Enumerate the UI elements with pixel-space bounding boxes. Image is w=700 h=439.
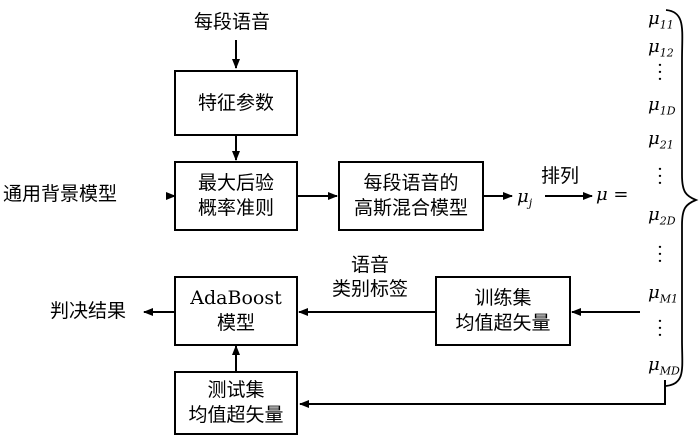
gmm-box: 每段语音的 高斯混合模型 (338, 161, 484, 231)
input-speech-label: 每段语音 (194, 11, 271, 33)
speech-class-label: 语音 类别标签 (332, 254, 408, 302)
map-line2: 概率准则 (197, 197, 274, 219)
result-label: 判决结果 (50, 300, 127, 322)
right-brace (665, 9, 699, 387)
adaboost-line1: AdaBoost (190, 287, 282, 310)
test-supervector-box: 测试集 均值超矢量 (174, 371, 298, 435)
vertical-ellipsis-4: ··· (657, 311, 663, 346)
adaboost-line2: 模型 (216, 312, 255, 334)
vector-item-muMD: μMD (648, 354, 680, 378)
adaboost-box: AdaBoost 模型 (174, 276, 298, 346)
vector-item-muM1: μM1 (648, 282, 678, 306)
arrow-brace-to-test (299, 380, 666, 408)
test-line1: 测试集 (207, 379, 265, 402)
train-line2: 均值超矢量 (455, 312, 551, 334)
mu-equals-label: μ = (596, 184, 629, 205)
vector-item-mu11: μ11 (648, 8, 674, 32)
feature-params-box: 特征参数 (174, 70, 298, 136)
gmm-line1: 每段语音的 (363, 172, 459, 195)
speech-class-line2: 类别标签 (332, 277, 409, 300)
test-line2: 均值超矢量 (188, 404, 284, 426)
vertical-ellipsis-3: ··· (657, 237, 663, 272)
speech-class-line1: 语音 (351, 254, 390, 276)
arrange-label: 排列 (541, 165, 580, 187)
gmm-line2: 高斯混合模型 (353, 197, 468, 219)
mu-j-label: μj (517, 186, 533, 210)
vector-item-mu12: μ12 (648, 36, 674, 60)
train-supervector-box: 训练集 均值超矢量 (435, 276, 571, 346)
input-ubm-label: 通用背景模型 (3, 183, 118, 205)
map-criterion-box: 最大后验 概率准则 (174, 161, 298, 231)
vertical-ellipsis-2: ··· (657, 159, 663, 194)
vertical-ellipsis-1: ··· (657, 55, 663, 90)
map-line1: 最大后验 (197, 172, 274, 195)
train-line1: 训练集 (474, 287, 532, 310)
vector-item-mu1D: μ1D (648, 94, 676, 118)
feature-params-text: 特征参数 (197, 91, 274, 114)
vector-item-mu21: μ21 (648, 128, 674, 152)
vector-item-mu2D: μ2D (648, 204, 676, 228)
